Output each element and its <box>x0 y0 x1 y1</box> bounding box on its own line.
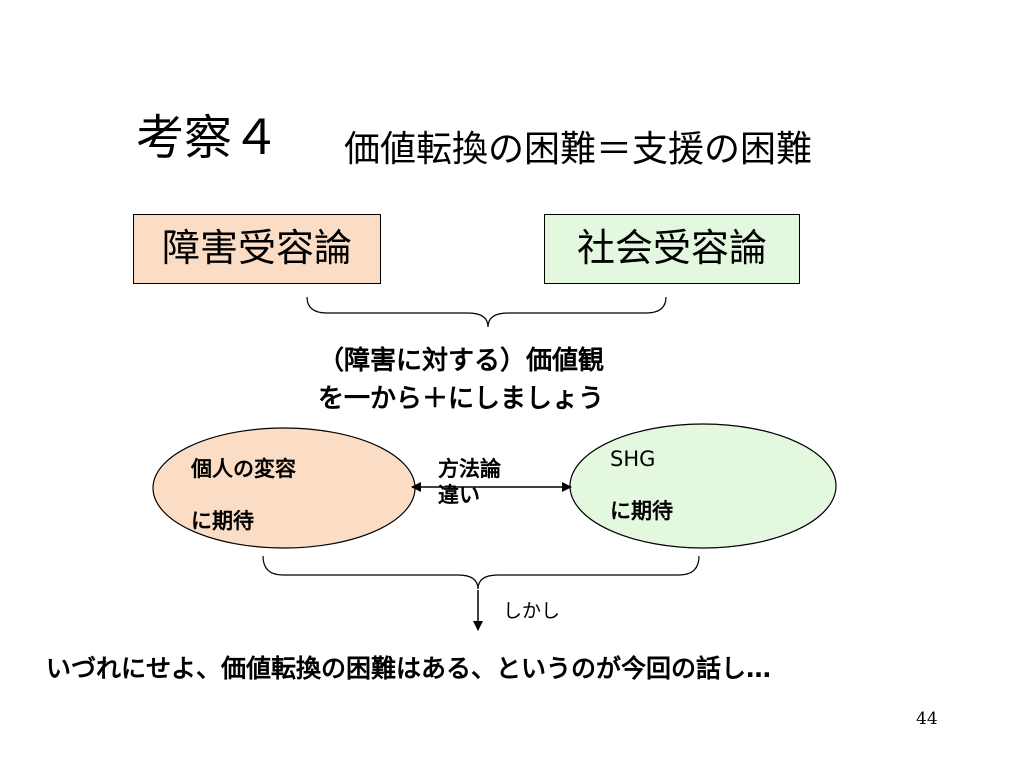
conclusion-text: いづれにせよ、価値転換の困難はある、というのが今回の話し… <box>46 654 772 683</box>
slide-subtitle: 価値転換の困難＝支援の困難 <box>344 129 813 170</box>
arrow-label-line-1: 方法論 <box>438 457 501 481</box>
lower-brace <box>262 555 700 590</box>
slide-title: 考察４ <box>136 110 281 166</box>
page-number: 44 <box>916 709 938 729</box>
value-text-line-1: （障害に対する）価値観 <box>318 346 605 376</box>
ellipse-left-line-2: に期待 <box>191 509 254 533</box>
however-label: しかし <box>503 600 561 622</box>
upper-brace <box>306 296 667 328</box>
disability-acceptance-box: 障害受容論 <box>133 214 381 284</box>
ellipse-right-line-1: SHG <box>610 447 656 471</box>
ellipse-shg <box>569 423 837 549</box>
ellipse-left-line-1: 個人の変容 <box>191 457 296 481</box>
social-acceptance-box: 社会受容論 <box>544 214 800 284</box>
ellipse-right-line-2: に期待 <box>610 499 673 523</box>
value-text-line-2: を一から＋にしましょう <box>318 384 605 414</box>
arrow-label-line-2: 違い <box>438 483 480 507</box>
